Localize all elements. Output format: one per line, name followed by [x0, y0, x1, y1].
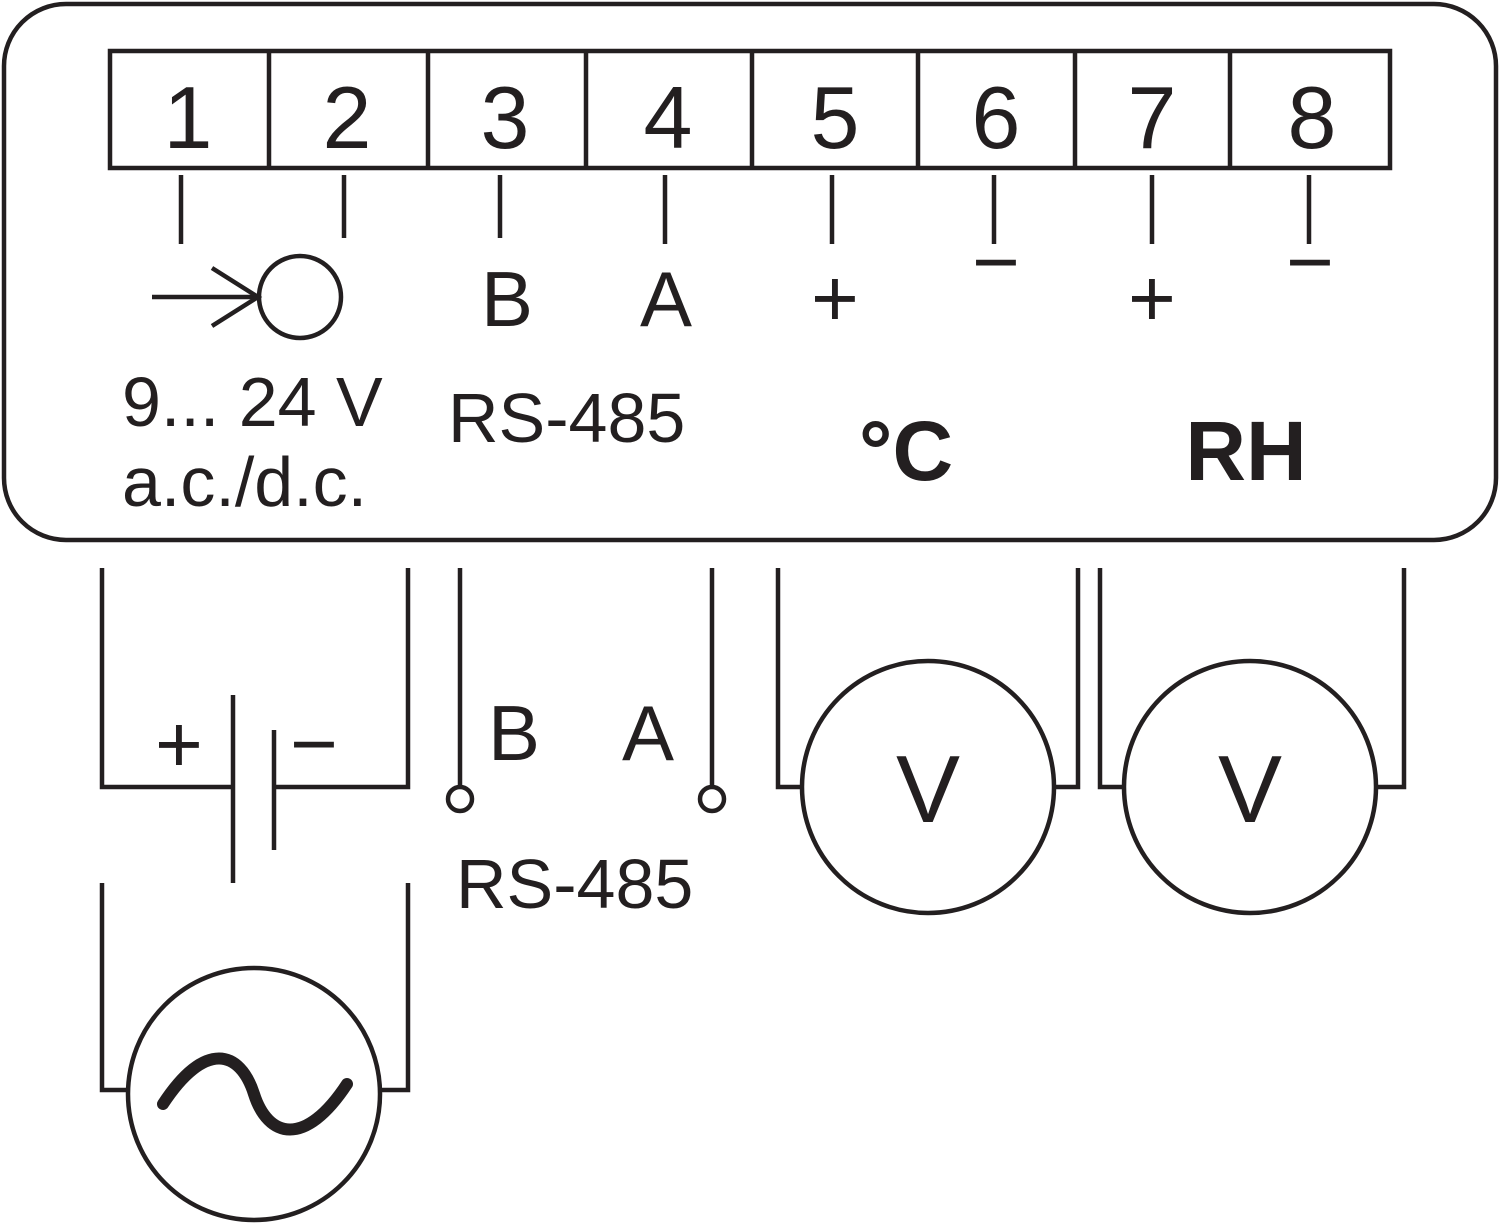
bus-a-label: A — [622, 689, 674, 777]
temp-plus-sign: + — [811, 253, 859, 344]
battery-plus-sign: + — [155, 699, 203, 790]
terminal-dot-icon — [697, 784, 727, 814]
terminal-number: 6 — [972, 68, 1021, 167]
voltmeter-icon: V — [799, 658, 1057, 916]
battery-icon: + − — [155, 699, 338, 790]
temp-minus-sign: − — [972, 217, 1020, 308]
device-housing — [1, 1, 1499, 543]
bus-rs485-label: RS-485 — [456, 845, 693, 923]
rs485-bus-wiring — [445, 568, 727, 814]
ac-source-icon — [125, 965, 383, 1223]
voltmeter-rh-label: V — [1218, 736, 1282, 843]
terminal-number: 1 — [164, 68, 213, 167]
terminal-leads — [178, 175, 1312, 244]
terminal-number: 4 — [644, 68, 693, 167]
terminal-dot-icon — [445, 784, 475, 814]
terminal-number: 7 — [1128, 68, 1177, 167]
signal-b-label: B — [481, 255, 533, 343]
supply-type-label: a.c./d.c. — [122, 443, 367, 521]
power-supply-wiring — [99, 568, 411, 1093]
voltmeter-icon: V — [1121, 658, 1379, 916]
terminal-number: 2 — [323, 68, 372, 167]
terminal-number: 8 — [1288, 68, 1337, 167]
rh-plus-sign: + — [1128, 253, 1176, 344]
humidity-label: RH — [1185, 404, 1306, 498]
signal-a-label: A — [640, 255, 692, 343]
supply-voltage-label: 9... 24 V — [122, 363, 383, 441]
terminal-number: 3 — [481, 68, 530, 167]
battery-minus-sign: − — [290, 699, 338, 790]
temperature-label: °C — [859, 404, 953, 498]
device-rs485-label: RS-485 — [448, 379, 685, 457]
temperature-voltmeter-wiring — [775, 568, 1081, 790]
terminal-block: 1 2 3 4 5 6 7 8 — [107, 48, 1393, 171]
bus-b-label: B — [488, 689, 540, 777]
power-input-icon — [152, 253, 344, 341]
terminal-number: 5 — [811, 68, 860, 167]
voltmeter-temp-label: V — [896, 736, 960, 843]
humidity-voltmeter-wiring — [1097, 568, 1407, 790]
rh-minus-sign: − — [1286, 217, 1334, 308]
